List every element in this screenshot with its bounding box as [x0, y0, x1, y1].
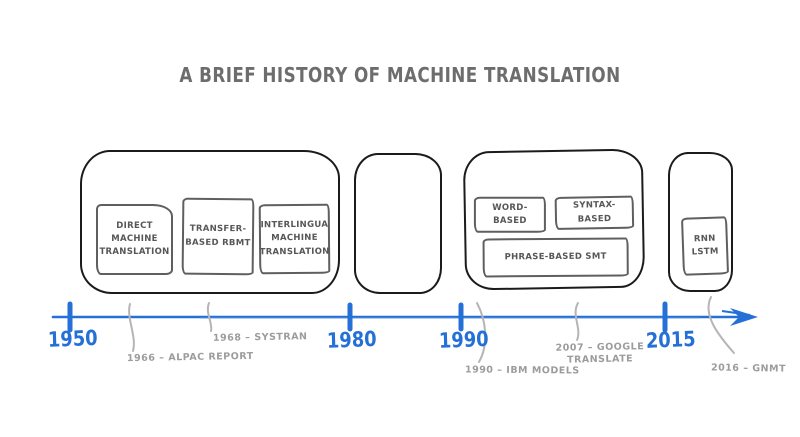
era-box-1: DIRECT MACHINE TRANSLATION TRANSFER-BASE…	[80, 150, 340, 294]
method-box-word-based: WORD-BASED	[473, 196, 546, 233]
method-box-label: INTERLINGUA MACHINE TRANSLATION	[259, 219, 330, 257]
method-box-label: SYNTAX-BASED	[572, 200, 616, 225]
method-box-label: TRANSFER-BASED RBMT	[185, 224, 251, 248]
year-label-1950: 1950	[47, 325, 98, 352]
method-box-label: DIRECT MACHINE TRANSLATION	[99, 220, 170, 258]
method-box-syntax-based: SYNTAX-BASED	[554, 195, 635, 230]
era-box-2-empty	[354, 153, 442, 294]
timeline-arrowhead-icon	[730, 308, 758, 326]
method-box-label: RNN LSTM	[691, 233, 719, 258]
leader-line-alpac	[128, 303, 135, 352]
leader-line-google-translate	[574, 302, 580, 341]
method-box-transfer-based-rbmt: TRANSFER-BASED RBMT	[181, 197, 255, 276]
method-box-direct-machine-translation: DIRECT MACHINE TRANSLATION	[96, 204, 173, 275]
year-label-1990: 1990	[438, 326, 489, 353]
method-box-rnn-lstm: RNN LSTM	[681, 216, 729, 276]
diagram-title: A BRIEF HISTORY OF MACHINE TRANSLATION	[179, 63, 621, 87]
era-box-3: WORD-BASED SYNTAX-BASED PHRASE-BASED SMT	[462, 148, 646, 291]
event-label-gnmt: 2016 – GNMT	[710, 362, 787, 375]
leader-line-systran	[206, 302, 213, 332]
era-box-4: RNN LSTM	[668, 152, 733, 292]
event-label-google-translate: 2007 – GOOGLE TRANSLATE	[555, 341, 645, 366]
method-box-interlingua-machine-translation: INTERLINGUA MACHINE TRANSLATION	[258, 203, 331, 275]
timeline-arrowhead-stroke	[721, 310, 751, 316]
leader-line-gnmt	[707, 296, 735, 354]
method-box-label: PHRASE-BASED SMT	[504, 251, 607, 263]
event-label-alpac-report: 1966 – ALPAC REPORT	[126, 350, 254, 365]
method-box-phrase-based-smt: PHRASE-BASED SMT	[482, 237, 629, 278]
event-label-systran: 1968 – SYSTRAN	[212, 331, 308, 344]
method-box-label: WORD-BASED	[492, 202, 528, 226]
year-label-1980: 1980	[326, 326, 377, 353]
year-label-2015: 2015	[645, 326, 696, 353]
